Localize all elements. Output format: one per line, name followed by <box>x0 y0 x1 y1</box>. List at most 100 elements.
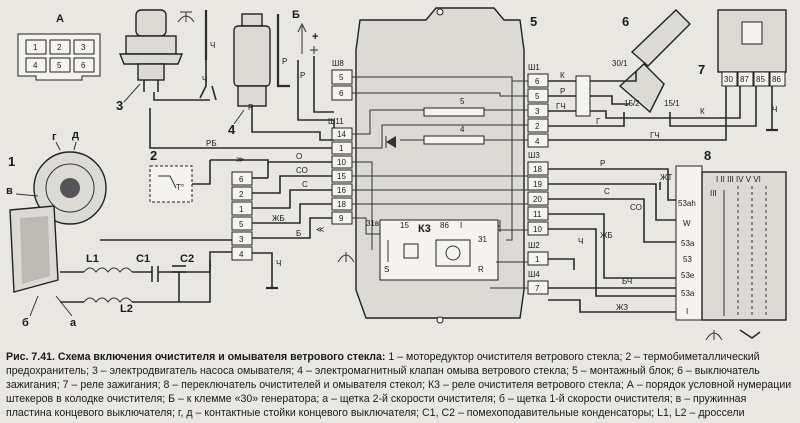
relay-k3-label: К3 <box>418 223 431 235</box>
left-wires: ≫ О СО С ЖБ Б Ч ≪ <box>192 152 332 290</box>
ground-icon <box>766 118 778 132</box>
wire-label-ch: Ч <box>210 41 215 50</box>
connector-sh11: Ш11 <box>328 117 344 126</box>
wire-label-s: С <box>302 180 308 189</box>
wiper-symbol-icon <box>337 252 355 263</box>
block-right-pin: 7 <box>535 284 540 293</box>
fuse-5-label: 5 <box>460 97 465 106</box>
block-left-pin: 16 <box>337 186 346 195</box>
block-left-pin: 5 <box>339 73 344 82</box>
conn-a-pin: 5 <box>57 61 62 70</box>
label-6: 6 <box>622 14 629 29</box>
fuse-4-label: 4 <box>460 125 465 134</box>
right-wires: К Р ГЧ К Г ГЧ Ч <box>548 71 778 141</box>
wire-label-k: К <box>560 71 565 80</box>
connector-sh1: Ш1 <box>528 63 540 72</box>
switch8-pin: 53ah <box>678 199 696 208</box>
block-left-pin: 15 <box>337 172 346 181</box>
relay-k3-pin: R <box>478 265 484 274</box>
wire-arrow: ≫ <box>236 155 244 164</box>
block-left-pin: 6 <box>339 89 344 98</box>
connector-a-diagram: А 1 2 3 4 5 6 <box>17 13 101 81</box>
wire-label-r: Р <box>282 57 287 66</box>
label-v: в <box>6 185 13 197</box>
wire-label-b: Б <box>296 229 301 238</box>
block-right-pin: 18 <box>533 165 542 174</box>
wire-label-zhb: ЖБ <box>600 231 613 240</box>
label-g: г <box>52 131 57 143</box>
ignition-relay-7: 7 30 87 85 86 <box>698 9 787 87</box>
conn-a-pin: 2 <box>57 43 62 52</box>
left-conn-pin: 1 <box>239 205 244 214</box>
mounting-block-5: 5 Ш8 5 6 Ш11 14 1 10 15 16 18 9 Ш1 6 5 3… <box>328 7 549 324</box>
block-left-pin: 1 <box>339 144 344 153</box>
block-left-pin: 18 <box>337 200 346 209</box>
relay7-pin: 87 <box>740 75 749 84</box>
left-connector: 6 2 1 5 3 4 <box>231 171 253 261</box>
label-3: 3 <box>116 98 123 113</box>
top-wires: Ч Ч Р Б + Р Р РБ <box>149 9 335 149</box>
relay-k3-pin: 86 <box>440 221 449 230</box>
caption-title: Рис. 7.41. Схема включения очистителя и … <box>6 351 386 363</box>
wire-label-o: О <box>296 152 302 161</box>
label-5: 5 <box>530 14 537 29</box>
relay-k3: К3 31в 15 86 I 31 S R <box>366 219 528 289</box>
switch6-terminal: 30/1 <box>612 59 628 68</box>
washer-pump-3: 3 <box>116 9 184 113</box>
left-conn-pin: 5 <box>239 220 244 229</box>
switch8-wires: Р С СО ЖБ Ч БЧ ЖЗ ЖТ <box>548 159 676 313</box>
block-left-pin: 14 <box>337 130 346 139</box>
wire-label-r: Р <box>560 87 565 96</box>
wire-label-gch: ГЧ <box>650 131 660 140</box>
thermal-fuse-2: 2 T° <box>149 148 193 203</box>
label-b-generator: Б <box>292 9 300 21</box>
wire-label-r: Р <box>248 103 253 112</box>
switch8-pin: 53e <box>681 271 695 280</box>
wiper-symbol-icon <box>705 329 761 341</box>
wire-label-zht: ЖТ <box>660 173 672 182</box>
relay-k3-pin: 15 <box>400 221 409 230</box>
block-left-pin: 9 <box>339 214 344 223</box>
label-2: 2 <box>150 148 157 163</box>
relay7-pin: 86 <box>772 75 781 84</box>
wire-label-zhz: ЖЗ <box>616 303 628 312</box>
relay7-pin: 85 <box>756 75 765 84</box>
wire-label-k: К <box>700 107 705 116</box>
switch8-pin: I <box>686 307 688 316</box>
connector-sh8: Ш8 <box>332 59 344 68</box>
wire-label-s: С <box>604 187 610 196</box>
label-plus: + <box>312 31 318 43</box>
block-right-pin: 4 <box>535 137 540 146</box>
switch8-pin: W <box>683 219 691 228</box>
wire-label-bch: БЧ <box>622 277 632 286</box>
block-right-pin: 2 <box>535 122 540 131</box>
label-a-brush: а <box>70 317 77 329</box>
label-c2: C2 <box>180 253 194 265</box>
wire-label-ch: Ч <box>276 259 281 268</box>
label-c1: C1 <box>136 253 150 265</box>
conn-a-pin: 6 <box>81 61 86 70</box>
label-l2: L2 <box>120 303 133 315</box>
wire-label-r: Р <box>300 71 305 80</box>
left-conn-pin: 4 <box>239 250 244 259</box>
block-right-pin: 20 <box>533 195 542 204</box>
wire-arrow: ≪ <box>316 225 324 234</box>
relay-k3-pin: S <box>384 265 389 274</box>
connector-sh3: Ш3 <box>528 151 540 160</box>
conn-a-pin: 1 <box>33 43 38 52</box>
switch8-iii: III <box>710 189 717 198</box>
relay-k3-pin: 31в <box>366 219 379 228</box>
conn-a-pin: 3 <box>81 43 86 52</box>
wire-label-r: Р <box>600 159 605 168</box>
wire-label-so: СО <box>296 166 308 175</box>
relay-k3-pin: I <box>460 221 462 230</box>
connector-sh2: Ш2 <box>528 241 540 250</box>
figure-caption: Рис. 7.41. Схема включения очистителя и … <box>6 350 794 420</box>
block-right-pin: 6 <box>535 77 540 86</box>
filter-components: L1 L2 C1 C2 <box>60 239 232 315</box>
wire-label-g: Г <box>596 117 601 126</box>
solenoid-valve-4: 4 <box>228 13 271 137</box>
block-left-pin: 10 <box>337 158 346 167</box>
left-conn-pin: 2 <box>239 190 244 199</box>
block-right-pin: 19 <box>533 180 542 189</box>
